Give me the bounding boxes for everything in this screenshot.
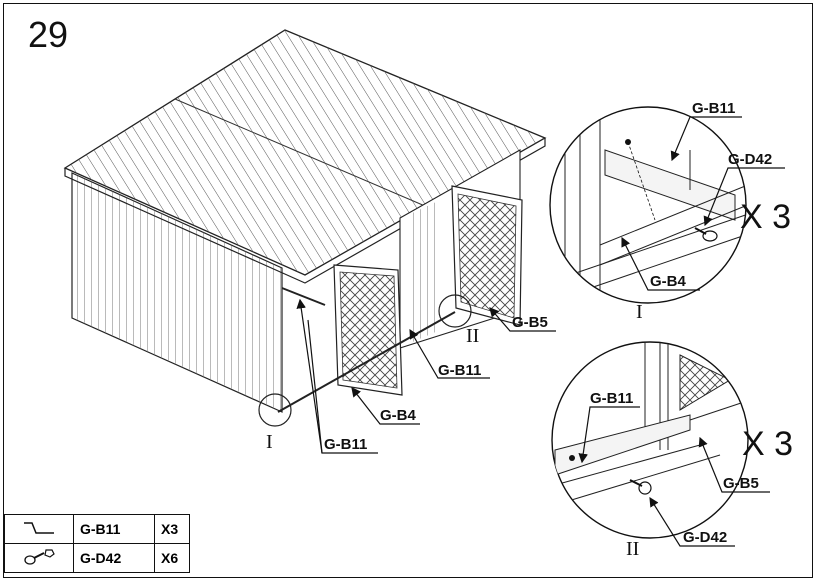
- label-main-gb11-right: G-B11: [438, 362, 481, 379]
- detail2-multiplier: X 3: [742, 425, 793, 463]
- callout-I-label: I: [266, 431, 273, 453]
- part-qty: X3: [154, 514, 190, 544]
- label-main-gb5: G-B5: [512, 314, 548, 331]
- part-code: G-D42: [73, 543, 155, 573]
- page-frame: [3, 3, 813, 578]
- detail-view-II: [551, 341, 749, 539]
- left-door-open: [333, 264, 403, 396]
- detail-II-leaders: G-B11 G-D42 G-B5: [578, 390, 770, 547]
- part-code: G-B11: [73, 514, 155, 544]
- parts-table: G-B11 X3 G-D42 X6: [4, 514, 190, 573]
- callout-circle-II: [438, 294, 472, 328]
- label-detail2-gb5: G-B5: [723, 475, 759, 492]
- label-detail1-gb11: G-B11: [692, 100, 735, 117]
- label-main-gb4: G-B4: [380, 407, 416, 424]
- bolt-nut-icon: [4, 543, 74, 573]
- bottom-rail-front: [277, 287, 456, 413]
- shed-roof: [63, 29, 547, 284]
- callout-II-label: II: [466, 325, 479, 347]
- detail-I-leaders: G-B11 G-D42 G-B4: [621, 100, 785, 291]
- detail1-multiplier: X 3: [740, 198, 791, 236]
- label-detail2-gd42: G-D42: [683, 529, 727, 546]
- label-detail1-gd42: G-D42: [728, 151, 772, 168]
- callout-circle-I: [258, 393, 292, 427]
- shed-left-wall: [71, 172, 283, 413]
- label-main-gb11-bottom: G-B11: [324, 436, 367, 453]
- part-qty: X6: [154, 543, 190, 573]
- right-door-open: [451, 185, 523, 326]
- parts-row: G-B11 X3: [4, 514, 190, 544]
- parts-row: G-D42 X6: [4, 543, 190, 573]
- main-leaders: G-B11 G-B11 G-B4 G-B5: [296, 298, 556, 454]
- detail-I-label: I: [636, 301, 643, 323]
- detail-view-I: [549, 106, 747, 304]
- label-detail1-gb4: G-B4: [650, 273, 686, 290]
- rail-icon: [4, 514, 74, 544]
- detail-II-label: II: [626, 538, 639, 560]
- label-detail2-gb11: G-B11: [590, 390, 633, 407]
- step-number: 29: [28, 14, 69, 55]
